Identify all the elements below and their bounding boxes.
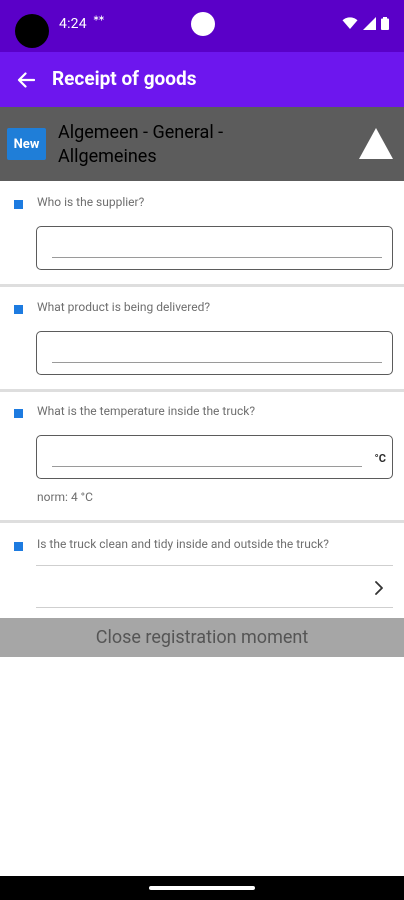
input-underline	[52, 466, 362, 467]
divider	[36, 565, 393, 566]
supplier-input[interactable]	[36, 226, 393, 270]
question-bullet	[14, 542, 23, 551]
status-bar: 4:24 ᕯ	[0, 0, 404, 52]
divider	[0, 389, 404, 392]
app-bar: Receipt of goods	[0, 52, 404, 107]
question-bullet	[14, 409, 23, 418]
product-input[interactable]	[36, 331, 393, 375]
question-label: Is the truck clean and tidy inside and o…	[37, 537, 329, 551]
collapse-section-button[interactable]	[358, 125, 394, 161]
triangle-up-icon	[359, 127, 393, 159]
status-icons	[342, 17, 389, 30]
status-time: 4:24	[59, 16, 87, 32]
question-label: What product is being delivered?	[37, 300, 211, 314]
section-header	[0, 107, 404, 181]
back-button[interactable]	[11, 65, 41, 95]
battery-icon	[381, 17, 389, 30]
unit-label: °C	[374, 452, 386, 465]
clean-truck-selector[interactable]	[372, 579, 386, 597]
home-indicator[interactable]	[149, 886, 255, 890]
front-camera-dot	[191, 12, 215, 36]
question-label: Who is the supplier?	[37, 195, 145, 209]
input-underline	[52, 362, 382, 363]
usb-icon: ᕯ	[93, 14, 105, 30]
question-label: What is the temperature inside the truck…	[37, 404, 256, 418]
chevron-right-icon	[375, 581, 383, 595]
new-badge: New	[7, 128, 46, 160]
close-registration-button[interactable]: Close registration moment	[0, 618, 404, 657]
camera-cutout	[15, 14, 49, 48]
signal-icon	[363, 17, 376, 30]
wifi-icon	[342, 17, 358, 29]
divider	[36, 607, 393, 608]
temperature-input[interactable]: °C	[36, 435, 393, 479]
question-bullet	[14, 305, 23, 314]
question-bullet	[14, 200, 23, 209]
arrow-left-icon	[17, 72, 35, 88]
section-title: Algemeen - General - Allgemeines	[58, 122, 224, 167]
divider	[0, 284, 404, 287]
input-underline	[52, 257, 382, 258]
norm-text: norm: 4 °C	[37, 490, 93, 504]
page-title: Receipt of goods	[52, 67, 197, 90]
divider	[0, 520, 404, 523]
